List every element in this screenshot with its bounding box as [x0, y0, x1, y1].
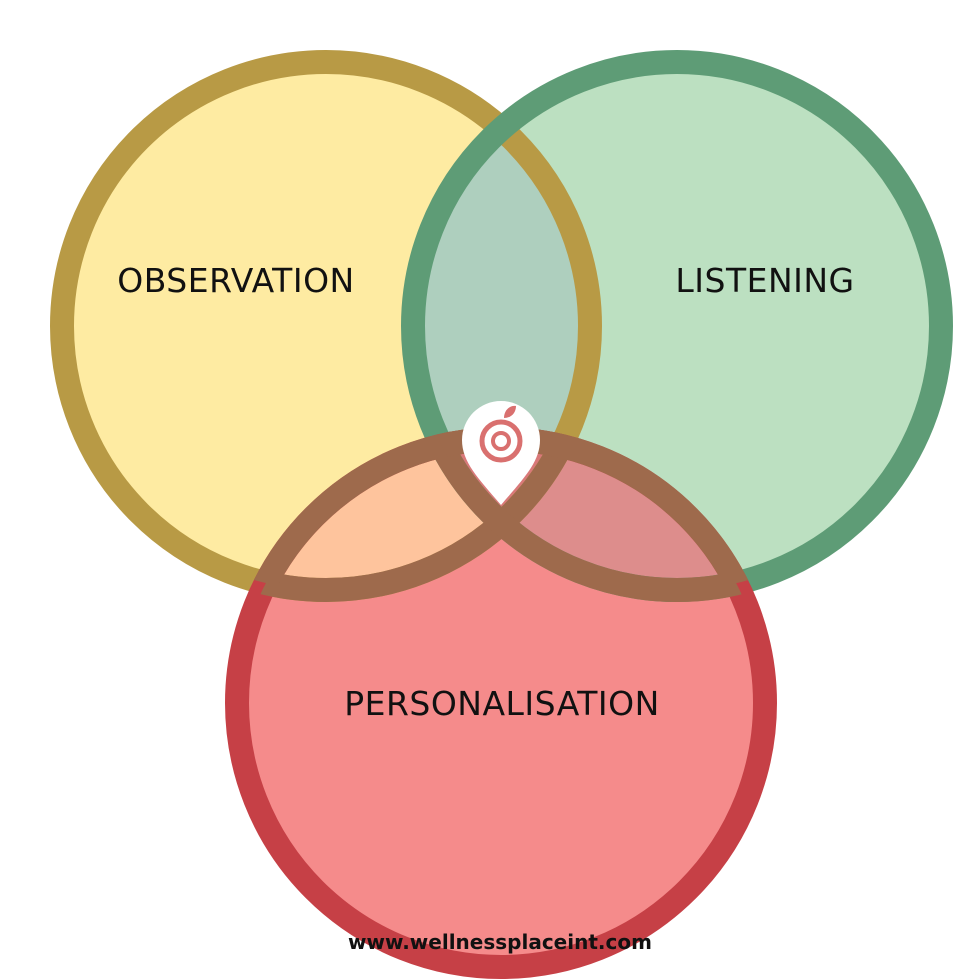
listening-label: LISTENING: [675, 261, 854, 300]
location-pin-icon: [462, 401, 540, 505]
personalisation-label: PERSONALISATION: [344, 684, 660, 723]
observation-ring-inner-segment: [237, 439, 602, 602]
observation-personalisation-overlap: [237, 439, 590, 590]
listening-personalisation-overlap: [413, 439, 765, 590]
observation-label: OBSERVATION: [117, 261, 354, 300]
listening-ring-inner-segment: [401, 439, 765, 602]
website-url[interactable]: www.wellnessplaceint.com: [348, 930, 652, 954]
